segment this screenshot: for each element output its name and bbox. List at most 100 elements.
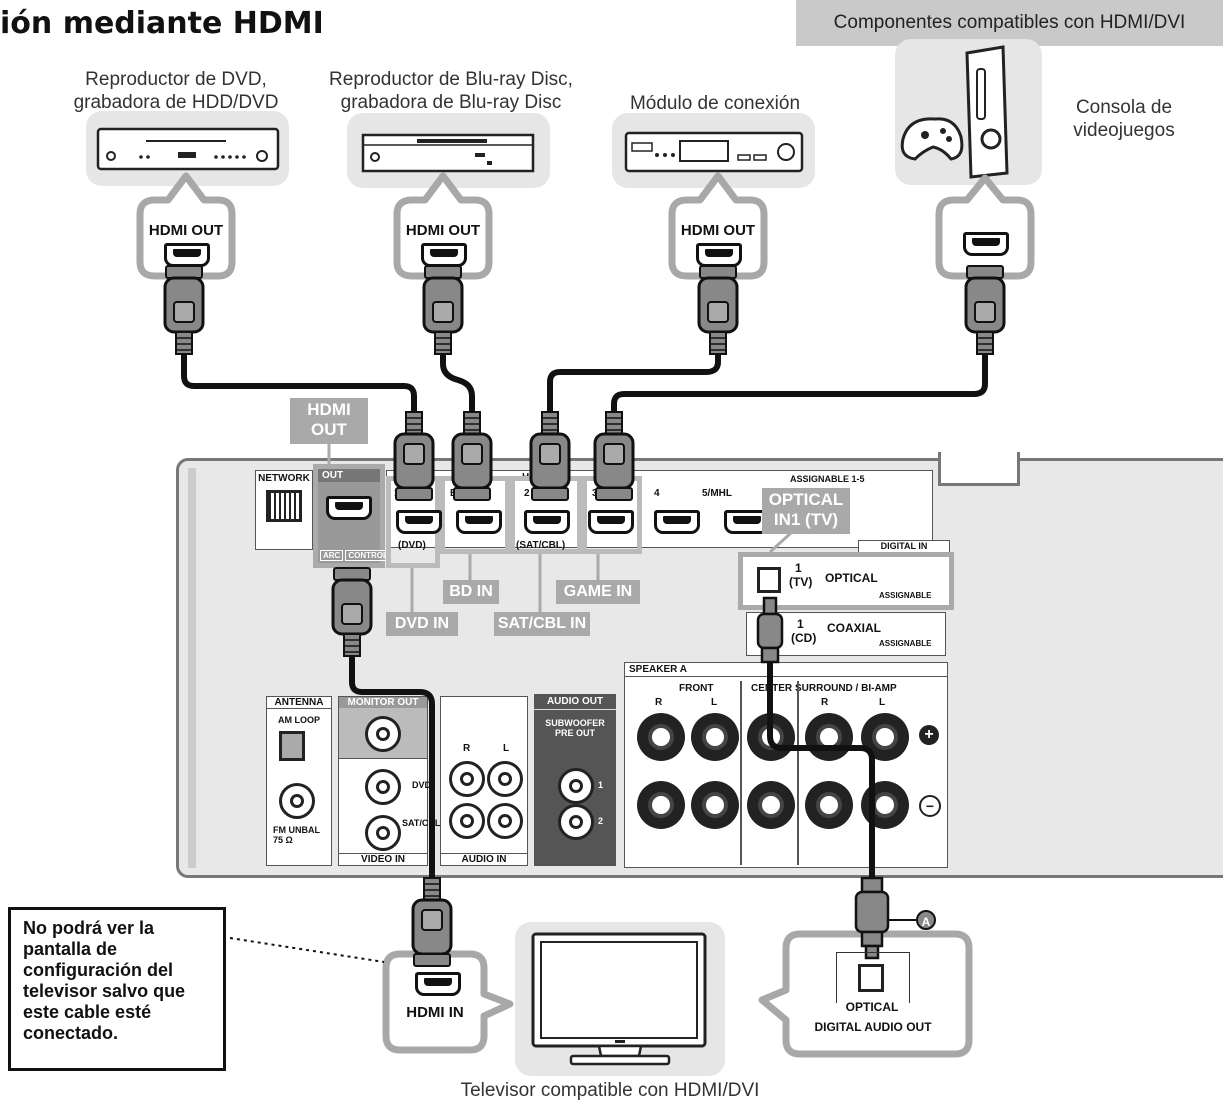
antenna-section: ANTENNA AM LOOP FM UNBAL 75 Ω (266, 696, 332, 866)
front-l-plus-terminal (691, 713, 739, 761)
hdmi-out-section: OUT ARC CONTROL (313, 464, 391, 568)
bd-port (456, 510, 502, 534)
minus-icon: − (919, 795, 941, 817)
console-source-plug (964, 264, 1006, 356)
speaker-section: SPEAKER A FRONT CENTER SURROUND / BI-AMP… (624, 662, 948, 868)
game-receiver-plug (593, 410, 635, 502)
surround-r-plus-terminal (805, 713, 853, 761)
audio-in-section: R L AUDIO IN (440, 696, 528, 866)
optical-receiver-plug (756, 596, 784, 664)
console-caption: Consola de videojuegos (1073, 97, 1175, 141)
digital-audio-out-label: DIGITAL AUDIO OUT (814, 1020, 932, 1034)
front-l-minus-terminal (691, 781, 739, 829)
game-in-tag: GAME IN (556, 580, 640, 604)
antenna-label: ANTENNA (267, 697, 331, 709)
dvd-in-tag: DVD IN (386, 612, 458, 636)
input3-port (588, 510, 634, 534)
input1-port (396, 510, 442, 534)
connection-module-icon (624, 131, 804, 173)
console-bubble-outline (935, 174, 1035, 280)
sat-receiver-plug (529, 410, 571, 502)
bd-receiver-plug (451, 410, 493, 502)
optical-tv-plug (854, 876, 890, 960)
module-source-plug (697, 264, 739, 356)
bd-in-tag: BD IN (443, 580, 499, 604)
coaxial-assignable-label: ASSIGNABLE (879, 639, 932, 648)
video-in-section: MONITOR OUT VIDEO IN (338, 696, 428, 866)
module-hdmi-out-label: HDMI OUT (680, 222, 756, 239)
bluray-player-icon (361, 133, 535, 173)
optical-out-bubble-outline (758, 930, 973, 1058)
subwoofer-2-label: 2 (598, 816, 604, 826)
ethernet-port (266, 490, 302, 522)
front-r-plus-terminal (637, 713, 685, 761)
audio-in-label: AUDIO IN (441, 853, 527, 865)
coaxial-cd-label: (CD) (791, 631, 817, 645)
bluray-caption: Reproductor de Blu-ray Disc, grabadora d… (329, 69, 573, 113)
dvd-player-icon (96, 127, 280, 171)
surround-r-label: R (821, 697, 829, 708)
surround-l-label: L (879, 697, 886, 708)
digital-in-label: DIGITAL IN (880, 541, 928, 551)
subwoofer-1-jack (558, 768, 594, 804)
speaker-a-label: SPEAKER A (625, 663, 947, 677)
compatible-components-banner: Componentes compatibles con HDMI/DVI (796, 0, 1223, 46)
optical-in-tag: OPTICAL IN1 (TV) (762, 488, 850, 534)
tv-icon (531, 932, 707, 1066)
front-r-label: R (655, 697, 663, 708)
audio-r-label: R (463, 743, 471, 754)
input4-port (654, 510, 700, 534)
connection-module-box (612, 113, 815, 188)
panel-hdmi-out-port (326, 496, 372, 520)
audio-out-label: AUDIO OUT (534, 694, 616, 710)
input2-port (524, 510, 570, 534)
note-box: No podrá ver la pantalla de configuració… (8, 907, 226, 1071)
game-console-icon (900, 45, 1009, 179)
module-caption: Módulo de conexión (629, 93, 801, 114)
network-label: NETWORK (258, 473, 310, 484)
game-console-box (895, 39, 1042, 185)
panel-notch (938, 452, 1020, 486)
input2-label: 2 (524, 488, 530, 499)
dvd-receiver-plug (393, 410, 435, 502)
coaxial-num-label: 1 (797, 617, 804, 631)
audio-out-section: AUDIO OUT SUBWOOFER PRE OUT 1 2 (534, 694, 616, 866)
tv-optical-label: OPTICAL (845, 1000, 899, 1014)
monitor-out-jack (365, 716, 401, 752)
optical-in-section: 1 (TV) OPTICAL ASSIGNABLE (738, 552, 954, 610)
optical-tv-label: (TV) (789, 575, 813, 589)
page-title: ión mediante HDMI (0, 6, 324, 41)
optical-assignable-label: ASSIGNABLE (879, 591, 932, 600)
input3-label: 3 (592, 488, 598, 499)
audio-sat-r-jack (449, 803, 485, 839)
console-hdmi-out-port (963, 232, 1009, 256)
optical-in-port (757, 567, 781, 593)
audio-l-label: L (503, 743, 510, 754)
input5-label: 5/MHL (702, 488, 732, 499)
surround-label: SURROUND / BI-AMP (795, 683, 897, 694)
center-minus-terminal (747, 781, 795, 829)
subwoofer-1-label: 1 (598, 780, 604, 790)
video-sat-jack (365, 815, 401, 851)
front-label: FRONT (679, 683, 714, 694)
am-loop-terminal (279, 731, 305, 761)
panel-out-label: OUT (318, 469, 380, 482)
network-section: NETWORK (255, 470, 313, 550)
optical-out-frame (836, 952, 910, 1003)
marker-a: A (916, 910, 936, 930)
optical-in-label: OPTICAL (825, 571, 878, 585)
coaxial-label: COAXIAL (827, 621, 881, 635)
tv-hdmi-in-port (415, 972, 461, 996)
audio-dvd-l-jack (487, 761, 523, 797)
front-r-minus-terminal (637, 781, 685, 829)
front-l-label: L (711, 697, 718, 708)
video-dvd-jack (365, 769, 401, 805)
fm-unbal-label: FM UNBAL 75 Ω (273, 825, 320, 845)
tv-optical-port (858, 964, 884, 992)
sat-row-label: SAT/CBL (402, 818, 441, 828)
dvd-hdmi-out-label: HDMI OUT (148, 222, 224, 239)
plus-icon: + (919, 725, 939, 745)
audio-sat-l-jack (487, 803, 523, 839)
